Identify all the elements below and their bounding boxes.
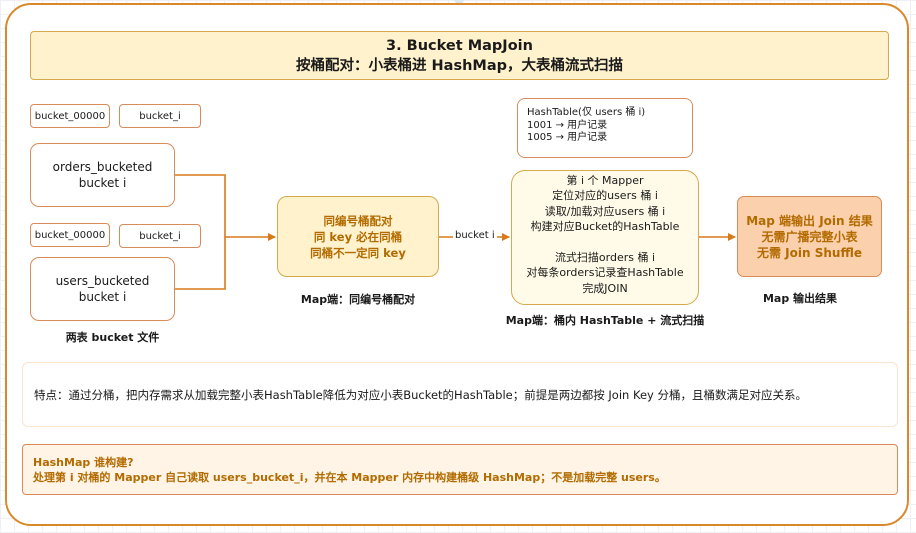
mapper-line-8: 完成JOIN (582, 281, 628, 295)
users-bucketed-bucket: bucket i (78, 290, 127, 304)
output-caption: Map 输出结果 (762, 292, 838, 305)
orders-bucketed-name: orders_bucketed (52, 160, 153, 174)
hashtable-title: HashTable(仅 users 桶 i) (527, 107, 646, 118)
hashtable-box: HashTable(仅 users 桶 i) 1001 → 用户记录 1005 … (517, 98, 693, 158)
mapper-caption: Map端：桶内 HashTable + 流式扫描 (505, 314, 705, 327)
orders-file-bucket-i: bucket_i (119, 104, 201, 128)
hashmap-note: HashMap 谁构建? 处理第 i 对桶的 Mapper 自己读取 users… (22, 444, 898, 495)
pairing-line-3: 同桶不一定同 key (310, 245, 406, 260)
users-bucketed-name: users_bucketed (55, 274, 150, 288)
output-box: Map 端输出 Join 结果 无需广播完整小表 无需 Join Shuffle (737, 196, 882, 277)
pairing-caption: Map端：同编号桶配对 (300, 293, 416, 306)
hashtable-entry-2: 1005 → 用户记录 (527, 132, 608, 143)
mapper-line-1: 第 i 个 Mapper (566, 174, 644, 187)
hashmap-note-answer: 处理第 i 对桶的 Mapper 自己读取 users_bucket_i，并在本… (33, 471, 666, 484)
mapper-line-3: 读取/加载对应users 桶 i (544, 204, 666, 218)
title-box: 3. Bucket MapJoin 按桶配对：小表桶进 HashMap，大表桶流… (30, 31, 889, 80)
title-line-1: 3. Bucket MapJoin (386, 38, 533, 54)
output-line-3: 无需 Join Shuffle (757, 245, 862, 260)
feature-note: 特点：通过分桶，把内存需求从加载完整小表HashTable降低为对应小表Buck… (22, 362, 898, 427)
users-file-bucket-i: bucket_i (119, 224, 201, 248)
hashmap-note-question: HashMap 谁构建? (33, 456, 134, 469)
edge-label-bucket-i: bucket i (453, 230, 497, 241)
mapper-line-2: 定位对应的users 桶 i (552, 189, 658, 203)
left-caption: 两表 bucket 文件 (65, 331, 160, 344)
mapper-line-7: 对每条orders记录查HashTable (526, 266, 684, 280)
mapper-box: 第 i 个 Mapper 定位对应的users 桶 i 读取/加载对应users… (511, 170, 699, 305)
pairing-line-2: 同 key 必在同桶 (313, 229, 403, 244)
hashtable-entry-1: 1001 → 用户记录 (527, 119, 608, 131)
mapper-line-6: 流式扫描orders 桶 i (554, 251, 656, 265)
orders-file-bucket-00000: bucket_00000 (30, 104, 110, 128)
mapper-line-4: 构建对应Bucket的HashTable (530, 220, 680, 234)
feature-note-text: 特点：通过分桶，把内存需求从加载完整小表HashTable降低为对应小表Buck… (34, 387, 807, 402)
orders-bucketed-box: orders_bucketed bucket i (30, 143, 175, 207)
output-line-2: 无需广播完整小表 (761, 229, 858, 244)
users-bucketed-box: users_bucketed bucket i (30, 257, 175, 321)
edge-orders-to-pairing (175, 174, 276, 241)
pairing-box: 同编号桶配对 同 key 必在同桶 同桶不一定同 key (277, 196, 439, 277)
pairing-line-1: 同编号桶配对 (323, 213, 393, 228)
users-file-bucket-00000: bucket_00000 (30, 223, 110, 247)
edge-users-to-pairing (175, 237, 226, 290)
title-line-2: 按桶配对：小表桶进 HashMap，大表桶流式扫描 (295, 58, 623, 74)
orders-bucketed-bucket: bucket i (78, 176, 127, 190)
output-line-1: Map 端输出 Join 结果 (746, 213, 873, 228)
